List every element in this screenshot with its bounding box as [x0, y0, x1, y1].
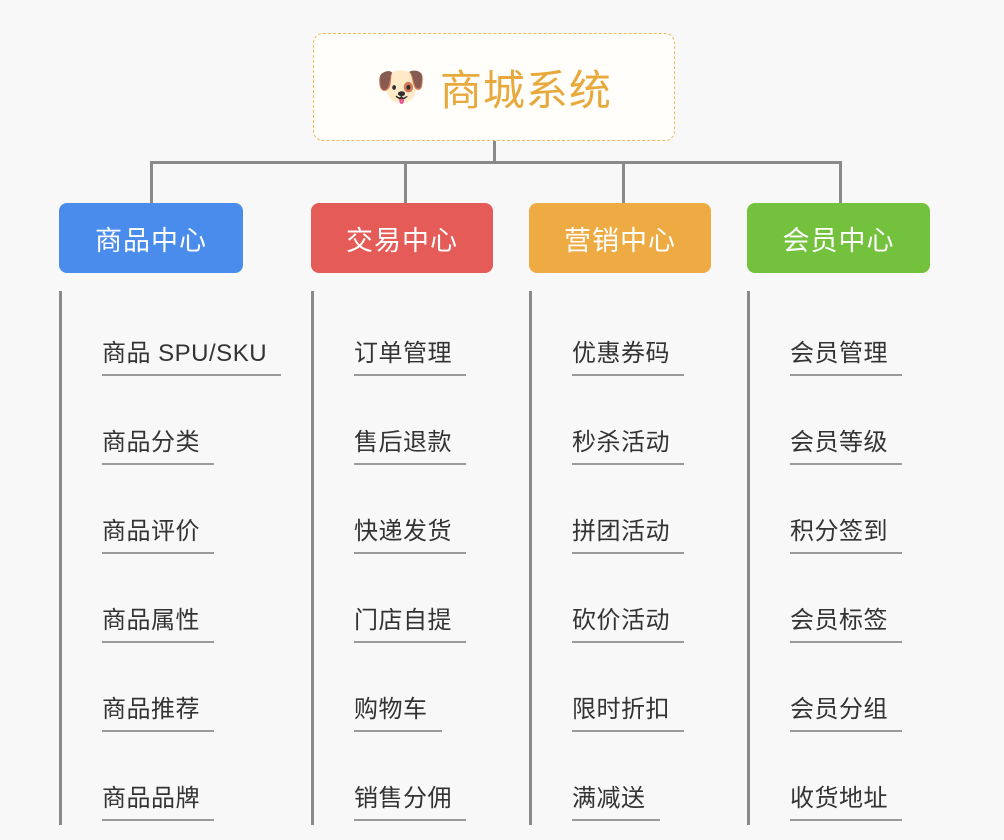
- list-item-label: 销售分佣: [354, 778, 466, 821]
- branch-marketing-center: 营销中心 优惠券码 秒杀活动 拼团活动 砍价活动 限时折扣 满减送: [529, 203, 711, 825]
- list-item-label: 会员等级: [790, 422, 902, 465]
- list-item-label: 商品属性: [102, 600, 214, 643]
- branch-item-list-member-center: 会员管理 会员等级 积分签到 会员标签 会员分组 收货地址: [747, 291, 930, 825]
- list-item-label: 秒杀活动: [572, 422, 684, 465]
- list-item-label: 订单管理: [354, 333, 466, 376]
- list-item-label: 商品分类: [102, 422, 214, 465]
- branch-header-product-center[interactable]: 商品中心: [59, 203, 243, 273]
- list-item-label: 砍价活动: [572, 600, 684, 643]
- list-item[interactable]: 购物车: [328, 647, 493, 736]
- branch-header-member-center[interactable]: 会员中心: [747, 203, 930, 273]
- branch-trade-center: 交易中心 订单管理 售后退款 快递发货 门店自提 购物车 销售分佣: [311, 203, 493, 825]
- list-item-label: 会员分组: [790, 689, 902, 732]
- branch-header-marketing-center[interactable]: 营销中心: [529, 203, 711, 273]
- list-item-label: 收货地址: [790, 778, 902, 821]
- list-item[interactable]: 秒杀活动: [546, 380, 711, 469]
- list-item-label: 商品评价: [102, 511, 214, 554]
- list-item[interactable]: 门店自提: [328, 558, 493, 647]
- list-item[interactable]: 商品推荐: [76, 647, 243, 736]
- branch-item-list-trade-center: 订单管理 售后退款 快递发货 门店自提 购物车 销售分佣: [311, 291, 493, 825]
- list-item[interactable]: 会员分组: [764, 647, 930, 736]
- list-item[interactable]: 积分签到: [764, 469, 930, 558]
- list-item[interactable]: 收货地址: [764, 736, 930, 825]
- list-item[interactable]: 销售分佣: [328, 736, 493, 825]
- list-item[interactable]: 会员管理: [764, 291, 930, 380]
- branch-product-center: 商品中心 商品 SPU/SKU 商品分类 商品评价 商品属性 商品推荐 商品品牌: [59, 203, 282, 825]
- list-item-label: 快递发货: [354, 511, 466, 554]
- list-item-label: 商品推荐: [102, 689, 214, 732]
- dog-face-icon: 🐶: [376, 65, 426, 109]
- branch-member-center: 会员中心 会员管理 会员等级 积分签到 会员标签 会员分组 收货地址: [747, 203, 930, 825]
- list-item[interactable]: 优惠券码: [546, 291, 711, 380]
- list-item-label: 限时折扣: [572, 689, 684, 732]
- list-item[interactable]: 商品品牌: [76, 736, 243, 825]
- connector-horizontal-bus: [150, 161, 842, 164]
- list-item[interactable]: 会员标签: [764, 558, 930, 647]
- branch-item-list-product-center: 商品 SPU/SKU 商品分类 商品评价 商品属性 商品推荐 商品品牌: [59, 291, 282, 825]
- list-item[interactable]: 商品属性: [76, 558, 243, 647]
- list-item-label: 会员标签: [790, 600, 902, 643]
- branch-header-trade-center[interactable]: 交易中心: [311, 203, 493, 273]
- list-item[interactable]: 商品评价: [76, 469, 243, 558]
- list-item[interactable]: 限时折扣: [546, 647, 711, 736]
- list-item[interactable]: 拼团活动: [546, 469, 711, 558]
- list-item-label: 积分签到: [790, 511, 902, 554]
- list-item-label: 购物车: [354, 689, 442, 732]
- list-item[interactable]: 售后退款: [328, 380, 493, 469]
- connector-drop-member-center: [839, 161, 842, 206]
- list-item[interactable]: 会员等级: [764, 380, 930, 469]
- list-item[interactable]: 商品分类: [76, 380, 243, 469]
- list-item-label: 商品品牌: [102, 778, 214, 821]
- list-item-label: 满减送: [572, 778, 660, 821]
- list-item[interactable]: 快递发货: [328, 469, 493, 558]
- list-item-label: 售后退款: [354, 422, 466, 465]
- list-item-label: 会员管理: [790, 333, 902, 376]
- list-item-label: 商品 SPU/SKU: [102, 333, 282, 376]
- connector-root-stem: [493, 141, 496, 164]
- page-title: 商城系统: [439, 66, 612, 114]
- list-item-label: 优惠券码: [572, 333, 684, 376]
- list-item-label: 门店自提: [354, 600, 466, 643]
- branch-item-list-marketing-center: 优惠券码 秒杀活动 拼团活动 砍价活动 限时折扣 满减送: [529, 291, 711, 825]
- connector-drop-marketing-center: [622, 161, 625, 206]
- root-node[interactable]: 🐶 商城系统: [313, 33, 675, 141]
- connector-drop-trade-center: [404, 161, 407, 206]
- list-item[interactable]: 满减送: [546, 736, 711, 825]
- connector-drop-product-center: [150, 161, 153, 206]
- list-item[interactable]: 砍价活动: [546, 558, 711, 647]
- list-item-label: 拼团活动: [572, 511, 684, 554]
- list-item[interactable]: 订单管理: [328, 291, 493, 380]
- list-item[interactable]: 商品 SPU/SKU: [76, 291, 282, 380]
